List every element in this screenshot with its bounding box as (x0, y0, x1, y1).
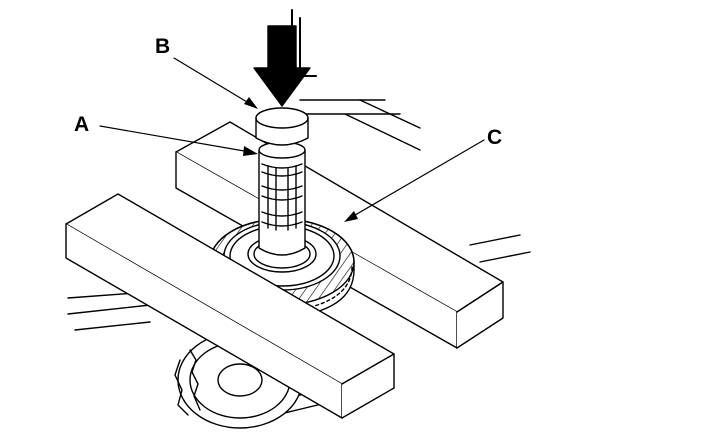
callout-a: A (74, 113, 90, 136)
leader-arrowheads (243, 97, 358, 222)
callout-b: B (155, 35, 171, 58)
leader-lines (99, 57, 485, 219)
countershaft (258, 141, 306, 256)
support-block-front (65, 193, 395, 419)
callout-c: C (487, 126, 503, 149)
press-attachment (255, 107, 309, 146)
down-arrow-icon (253, 9, 317, 107)
